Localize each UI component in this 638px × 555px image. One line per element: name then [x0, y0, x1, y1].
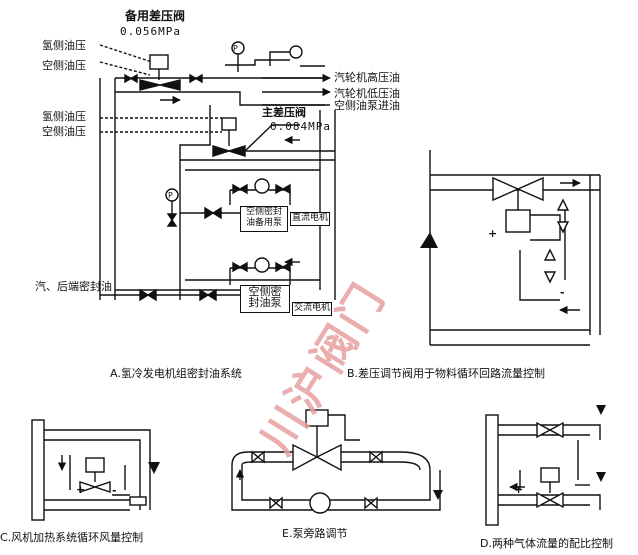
- air-backup-pump-box: 空侧密封 油备用泵: [240, 206, 288, 232]
- air-side-oil-label-2: 空侧油压: [42, 125, 86, 138]
- diagram-b-plus-label: +: [488, 227, 498, 240]
- diagram-c-plus-label: +: [76, 483, 86, 496]
- seal-oil-label: 汽、后端密封油: [35, 280, 112, 293]
- air-pump-box: 空侧密 封油泵: [240, 285, 290, 313]
- diagram-b-flow-triangle: [420, 232, 438, 248]
- caption-e: E.泵旁路调节: [282, 527, 348, 540]
- diagram-d-triangle-top: [596, 405, 606, 415]
- turbine-hp-oil-label: 汽轮机高压油: [334, 71, 400, 84]
- diagram-b-minus-label: -: [560, 286, 565, 299]
- diagram-c: [31, 419, 151, 521]
- air-side-pump-inlet-label: 空侧油泵进油: [334, 99, 400, 112]
- diagram-a: [99, 41, 336, 302]
- main-valve-label: 主差压阀: [262, 106, 306, 119]
- hydrogen-side-oil-label-1: 氢侧油压: [42, 39, 86, 52]
- backup-valve-label: 备用差压阀: [125, 9, 186, 23]
- gauge-p-top: P: [233, 44, 238, 53]
- caption-b: B.差压调节阀用于物料循环回路流量控制: [347, 367, 546, 380]
- caption-d: D.两种气体流量的配比控制: [480, 537, 613, 550]
- air-backup-pump-line-1: 空侧密封: [245, 207, 282, 217]
- ac-motor-box: 交流电机: [292, 302, 332, 316]
- diagram-e: [231, 409, 441, 514]
- diagram-d: [485, 414, 601, 526]
- diagram-c-minus-label: -: [112, 484, 117, 497]
- diagram-b: [429, 150, 601, 346]
- diagram-c-triangle: [148, 462, 160, 474]
- ac-motor-label: 交流电机: [293, 303, 330, 313]
- caption-a: A.氢冷发电机组密封油系统: [110, 367, 242, 380]
- dc-motor-label: 直流电机: [291, 213, 328, 223]
- caption-c: C.风机加热系统循环风量控制: [0, 531, 144, 544]
- air-pump-line-1: 空侧密: [248, 285, 282, 298]
- air-pump-line-2: 封油泵: [248, 296, 282, 309]
- air-side-oil-label-1: 空侧油压: [42, 59, 86, 72]
- main-pressure-value: 0.084MPa: [270, 120, 331, 133]
- hydrogen-side-oil-label-2: 氢侧油压: [42, 110, 86, 123]
- diagram-d-triangle-bottom: [596, 472, 606, 482]
- gauge-p-left: P: [168, 191, 173, 200]
- turbine-lp-oil-label: 汽轮机低压油: [334, 87, 400, 100]
- diagram-d-plus-label: +: [514, 483, 524, 496]
- diagram-e-triangle: [433, 490, 443, 500]
- air-backup-pump-line-2: 油备用泵: [245, 218, 282, 228]
- backup-pressure-value: 0.056MPa: [120, 25, 181, 38]
- dc-motor-box: 直流电机: [290, 212, 330, 226]
